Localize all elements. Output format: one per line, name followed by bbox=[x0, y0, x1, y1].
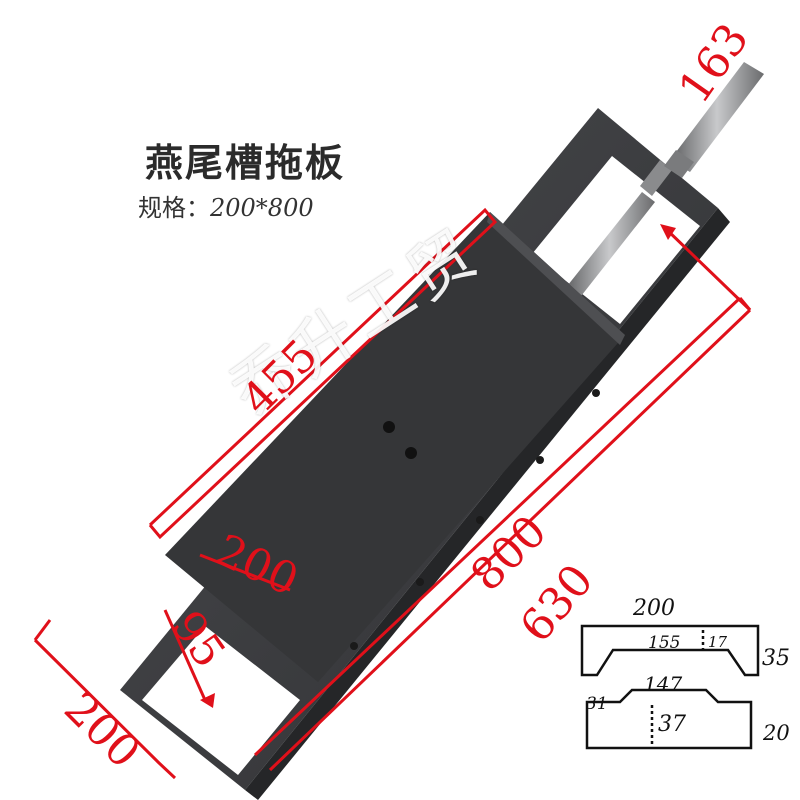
spec-value: 200*800 bbox=[210, 194, 314, 222]
carriage-plate bbox=[165, 212, 625, 682]
spec-line: 规格：200*800 bbox=[138, 188, 314, 223]
spec-label: 规格： bbox=[138, 194, 210, 222]
arrow-heads bbox=[200, 224, 676, 708]
profile-bottom-side: 31 bbox=[586, 694, 608, 714]
profile-drawing bbox=[580, 624, 760, 750]
profile-bottom-height: 20 bbox=[763, 721, 790, 745]
product-title: 燕尾槽拖板 bbox=[145, 141, 346, 185]
lead-screw bbox=[564, 160, 672, 300]
profile-top-width: 200 bbox=[633, 596, 675, 621]
shaft bbox=[664, 62, 764, 178]
profile-top-height: 35 bbox=[762, 646, 790, 671]
gib-screws bbox=[350, 389, 600, 650]
dimension-lines bbox=[33, 207, 752, 780]
profile-top-lip: 17 bbox=[708, 633, 728, 651]
profile-bottom-width: 147 bbox=[644, 672, 683, 696]
profile-bottom-depth: 37 bbox=[658, 712, 686, 737]
profile-top-inner: 155 bbox=[648, 633, 681, 653]
